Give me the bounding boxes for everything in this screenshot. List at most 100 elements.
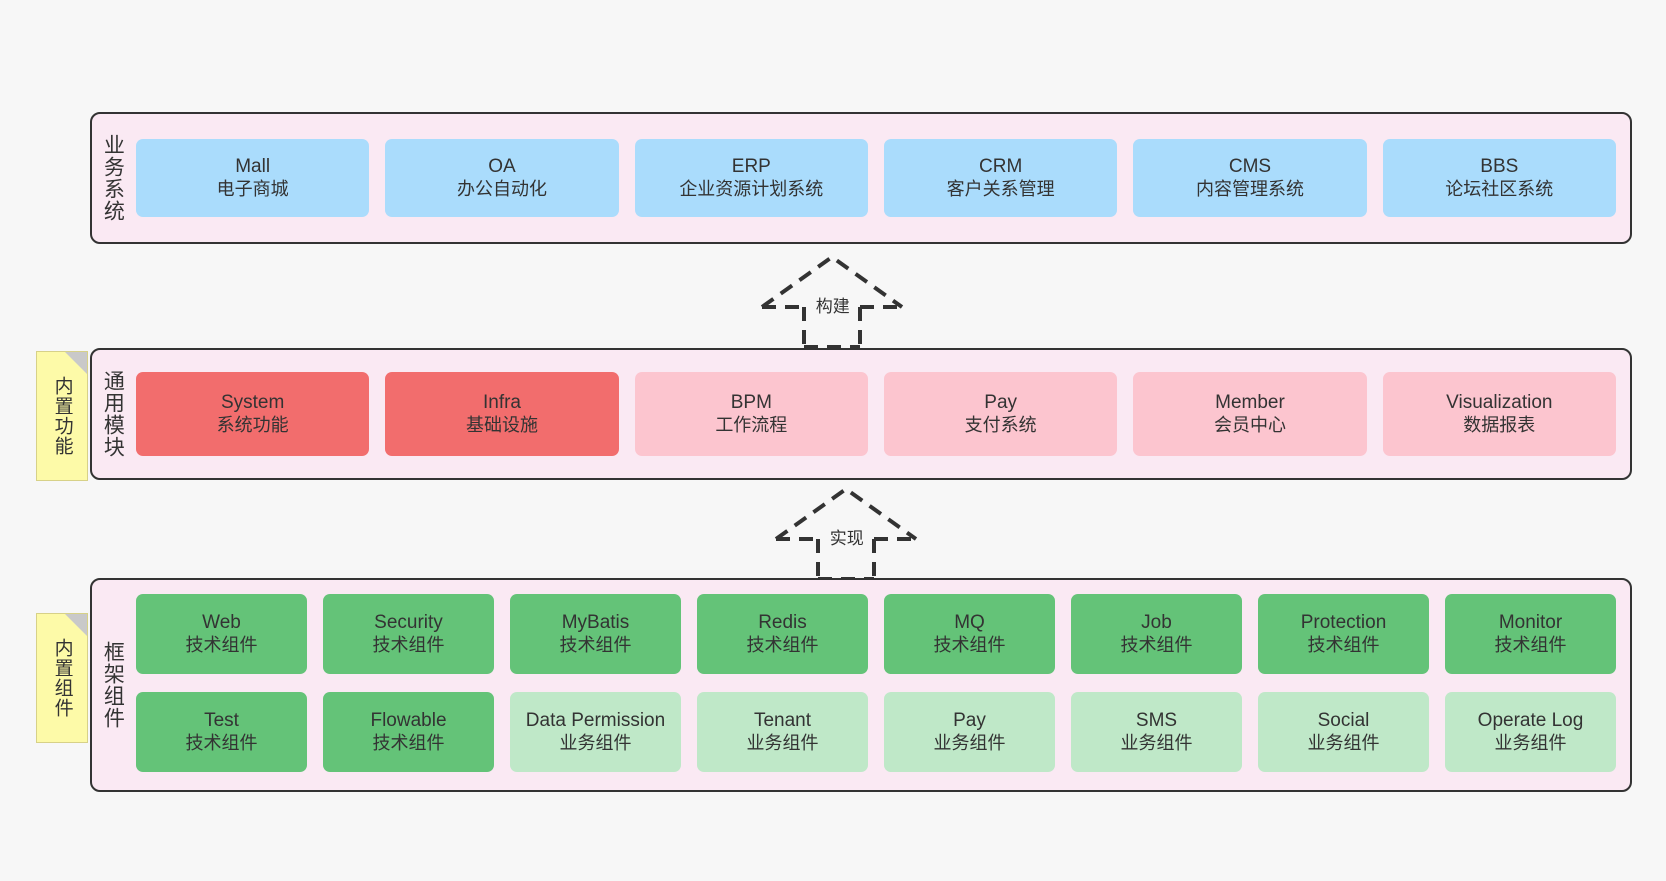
module-card-protection[interactable]: Protection 技术组件 [1258,594,1429,674]
module-card-visualization[interactable]: Visualization 数据报表 [1382,372,1616,456]
module-card-title: OA [488,156,516,178]
module-card-subtitle: 业务组件 [1307,732,1380,753]
module-card-subtitle: 会员中心 [1213,414,1286,435]
module-card-subtitle: 业务组件 [1494,732,1567,753]
module-card-subtitle: 内容管理系统 [1195,178,1304,199]
module-card-pay[interactable]: Pay 支付系统 [883,372,1118,456]
module-card-subtitle: 技术组件 [372,634,445,655]
layer-title-business-system: 业务系统 [101,134,125,222]
module-card-pay-business[interactable]: Pay 业务组件 [884,692,1055,772]
module-card-test[interactable]: Test 技术组件 [136,692,307,772]
layer-framework-component: 框架组件 Web 技术组件 Security 技术组件 MyBatis 技术组件… [90,578,1632,792]
module-card-title: MyBatis [561,612,630,634]
module-card-title: Test [204,710,239,732]
module-card-title: Data Permission [525,710,666,732]
module-card-subtitle: 业务组件 [746,732,819,753]
module-card-redis[interactable]: Redis 技术组件 [697,594,868,674]
module-card-subtitle: 基础设施 [465,414,538,435]
module-card-member[interactable]: Member 会员中心 [1133,372,1367,456]
module-card-title: Mall [235,156,271,178]
layer-title-framework-component: 框架组件 [101,641,125,729]
module-card-title: CRM [979,156,1023,178]
module-card-title: Pay [953,710,986,732]
module-card-title: Web [202,612,241,634]
connector-build-label: 构建 [815,297,850,316]
module-card-job[interactable]: Job 技术组件 [1071,594,1242,674]
module-card-subtitle: 业务组件 [559,732,632,753]
module-card-subtitle: 技术组件 [1120,634,1193,655]
module-card-subtitle: 技术组件 [933,634,1006,655]
note-label: 内置功能 [51,376,73,456]
module-card-subtitle: 客户关系管理 [946,178,1055,199]
layer-common-module: 通用模块 System 系统功能 Infra 基础设施 BPM 工作流程 Pay… [90,348,1632,480]
module-card-title: ERP [731,156,771,178]
note-builtin-component: 内置组件 [36,613,88,743]
module-card-subtitle: 技术组件 [1494,634,1567,655]
note-fold-corner-icon [65,614,87,636]
module-card-subtitle: 支付系统 [964,414,1037,435]
module-card-subtitle: 技术组件 [372,732,445,753]
layer-title-common-module: 通用模块 [101,370,125,458]
module-card-title: MQ [954,612,985,634]
module-card-subtitle: 技术组件 [1307,634,1380,655]
module-card-sms[interactable]: SMS 业务组件 [1071,692,1242,772]
module-card-title: Operate Log [1477,710,1584,732]
note-fold-corner-icon [65,352,87,374]
layer-body-business-system: Mall 电子商城 OA 办公自动化 ERP 企业资源计划系统 CRM 客户关系… [132,114,1630,242]
module-card-erp[interactable]: ERP 企业资源计划系统 [634,139,868,217]
module-card-title: Visualization [1446,392,1553,414]
module-card-title: Pay [984,392,1018,414]
module-card-mybatis[interactable]: MyBatis 技术组件 [510,594,681,674]
module-card-title: Protection [1300,612,1387,634]
module-card-security[interactable]: Security 技术组件 [323,594,494,674]
connector-implement-label: 实现 [829,529,864,548]
module-card-title: Job [1141,612,1172,634]
module-card-tenant[interactable]: Tenant 业务组件 [697,692,868,772]
module-card-bbs[interactable]: BBS 论坛社区系统 [1382,139,1616,217]
layer-body-framework-component: Web 技术组件 Security 技术组件 MyBatis 技术组件 Redi… [132,580,1630,790]
framework-row-technical: Web 技术组件 Security 技术组件 MyBatis 技术组件 Redi… [136,594,1616,678]
module-card-flowable[interactable]: Flowable 技术组件 [323,692,494,772]
module-card-mq[interactable]: MQ 技术组件 [884,594,1055,674]
module-card-monitor[interactable]: Monitor 技术组件 [1445,594,1616,674]
module-card-crm[interactable]: CRM 客户关系管理 [883,139,1118,217]
module-card-title: Monitor [1498,612,1563,634]
module-card-title: SMS [1135,710,1178,732]
module-card-title: System [220,392,285,414]
module-card-title: BPM [730,392,772,414]
module-card-title: Social [1317,710,1370,732]
note-builtin-feature: 内置功能 [36,351,88,481]
module-card-data-permission[interactable]: Data Permission 业务组件 [510,692,681,772]
module-card-subtitle: 技术组件 [746,634,819,655]
module-card-subtitle: 技术组件 [185,634,258,655]
connector-implement: 实现 [756,484,936,584]
module-card-subtitle: 技术组件 [559,634,632,655]
module-card-subtitle: 数据报表 [1463,414,1536,435]
module-card-title: BBS [1480,156,1519,178]
module-card-mall[interactable]: Mall 电子商城 [136,139,370,217]
module-card-title: Redis [758,612,807,634]
module-card-subtitle: 系统功能 [216,414,289,435]
framework-row-business: Test 技术组件 Flowable 技术组件 Data Permission … [136,692,1616,776]
layer-body-common-module: System 系统功能 Infra 基础设施 BPM 工作流程 Pay 支付系统… [132,350,1630,478]
module-card-subtitle: 企业资源计划系统 [679,178,824,199]
module-card-system[interactable]: System 系统功能 [136,372,370,456]
module-card-title: Tenant [753,710,812,732]
note-label: 内置组件 [51,638,73,718]
module-card-subtitle: 办公自动化 [456,178,547,199]
module-card-subtitle: 论坛社区系统 [1445,178,1554,199]
module-card-oa[interactable]: OA 办公自动化 [385,139,619,217]
module-card-infra[interactable]: Infra 基础设施 [385,372,619,456]
module-card-subtitle: 电子商城 [216,178,289,199]
module-card-social[interactable]: Social 业务组件 [1258,692,1429,772]
module-card-subtitle: 技术组件 [185,732,258,753]
module-card-cms[interactable]: CMS 内容管理系统 [1133,139,1367,217]
module-card-bpm[interactable]: BPM 工作流程 [634,372,868,456]
module-card-operate-log[interactable]: Operate Log 业务组件 [1445,692,1616,772]
module-card-title: CMS [1228,156,1272,178]
module-card-subtitle: 业务组件 [1120,732,1193,753]
module-card-title: Member [1215,392,1285,414]
module-card-title: Security [374,612,443,634]
module-card-web[interactable]: Web 技术组件 [136,594,307,674]
